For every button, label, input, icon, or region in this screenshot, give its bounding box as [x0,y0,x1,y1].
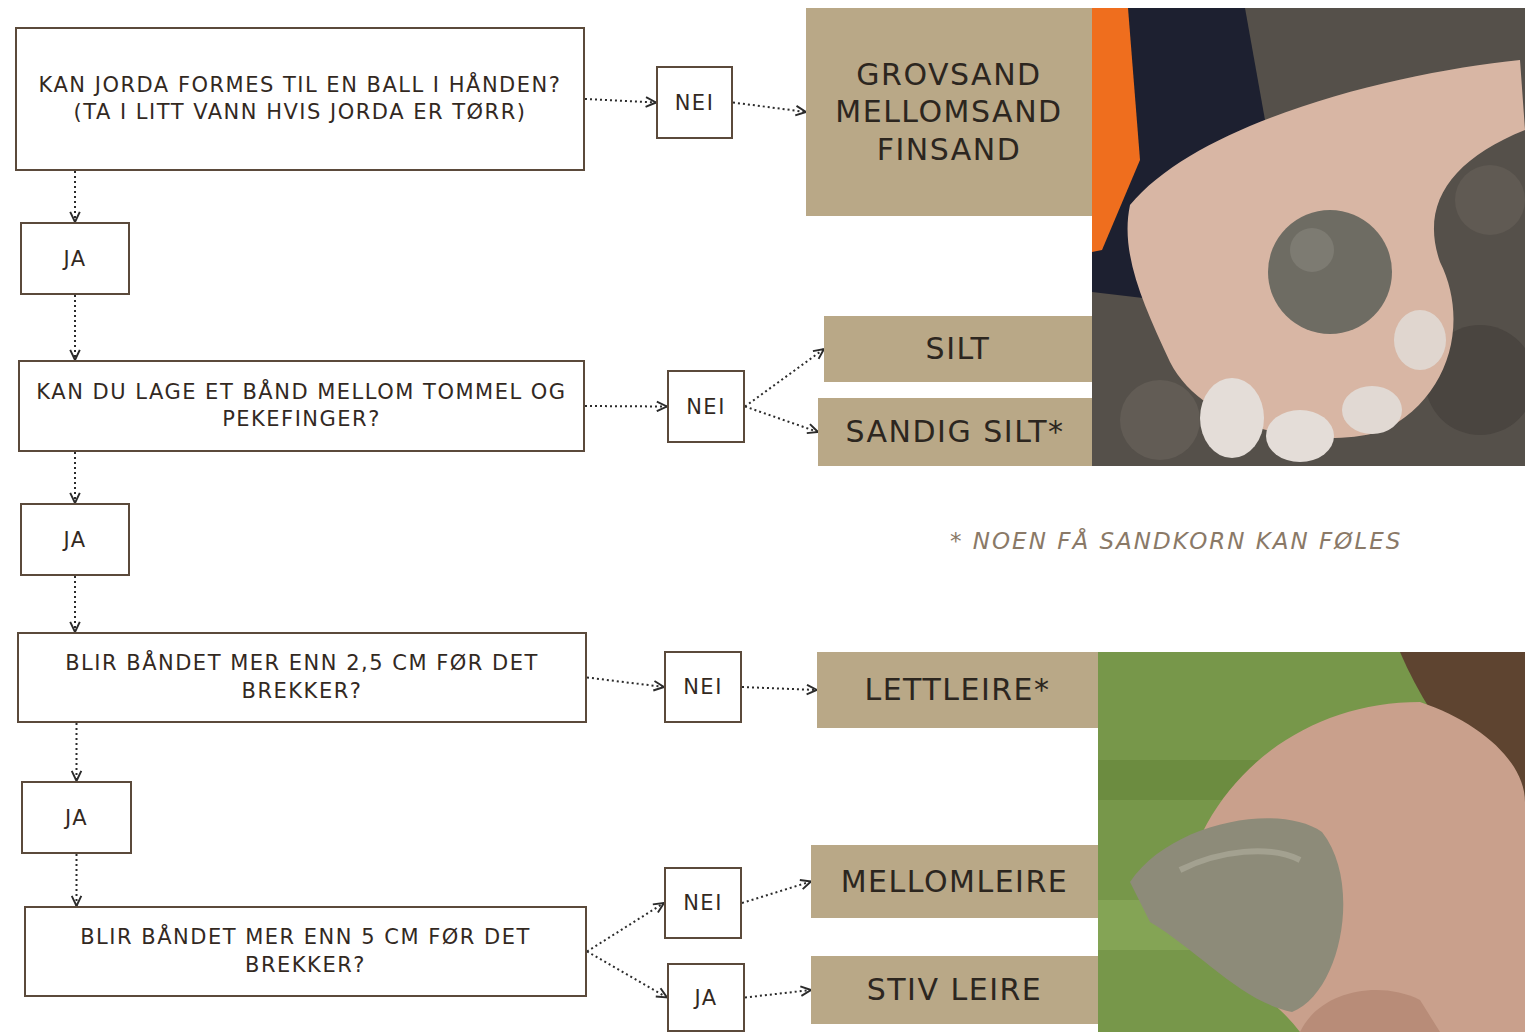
node-text: JA [63,247,86,271]
node-text: LETTLEIRE* [864,671,1050,709]
dotted-arrow [74,576,76,632]
dotted-arrow [742,687,817,690]
node-text: GROVSAND MELLOMSAND FINSAND [814,56,1084,169]
node-text: JA [63,528,86,552]
question-box: KAN JORDA FORMES TIL EN BALL I HÅNDEN? (… [15,27,585,171]
answer-box: NEI [664,651,742,723]
node-text: STIV LEIRE [867,971,1043,1009]
question-box: BLIR BÅNDET MER ENN 2,5 CM FØR DET BREKK… [17,632,587,723]
footnote: * NOEN FÅ SANDKORN KAN FØLES [950,528,1402,554]
dotted-arrow [585,405,667,408]
dotted-arrow [587,678,664,688]
answer-box: JA [21,781,132,854]
question-box: KAN DU LAGE ET BÅND MELLOM TOMMEL OG PEK… [18,360,585,452]
node-text: KAN JORDA FORMES TIL EN BALL I HÅNDEN? (… [25,72,575,127]
node-text: BLIR BÅNDET MER ENN 2,5 CM FØR DET BREKK… [27,650,577,705]
dotted-arrow [745,349,824,407]
dotted-arrow [74,171,76,222]
dotted-arrow [585,99,656,103]
soil-ribbon-photo [1098,652,1525,1032]
node-text: SANDIG SILT* [845,413,1064,451]
answer-box: JA [20,222,130,295]
question-box: BLIR BÅNDET MER ENN 5 CM FØR DET BREKKER… [24,906,587,997]
node-text: KAN DU LAGE ET BÅND MELLOM TOMMEL OG PEK… [28,379,575,434]
node-text: JA [694,986,717,1010]
dotted-arrow [74,295,76,360]
answer-box: JA [667,963,745,1032]
node-text: MELLOMLEIRE [841,863,1069,901]
answer-box: JA [20,503,130,576]
result-box: MELLOMLEIRE [811,845,1098,918]
dotted-arrow [745,990,811,998]
node-text: NEI [675,91,715,115]
dotted-arrow [742,882,811,904]
result-box: LETTLEIRE* [817,652,1098,728]
node-text: NEI [686,395,726,419]
dotted-arrow [76,854,78,906]
dotted-arrow [76,723,78,781]
node-text: NEI [683,675,723,699]
result-box: SILT [824,316,1092,382]
result-box: SANDIG SILT* [818,398,1092,466]
dotted-arrow [745,407,818,433]
dotted-arrow [587,952,667,998]
dotted-arrow [733,103,806,113]
answer-box: NEI [664,867,742,939]
node-text: JA [65,806,88,830]
dotted-arrow [587,903,664,952]
answer-box: NEI [667,370,745,443]
node-text: NEI [683,891,723,915]
node-text: BLIR BÅNDET MER ENN 5 CM FØR DET BREKKER… [34,924,577,979]
answer-box: NEI [656,66,733,139]
result-box: STIV LEIRE [811,956,1098,1024]
soil-ball-photo [1092,8,1525,466]
result-box: GROVSAND MELLOMSAND FINSAND [806,8,1092,216]
dotted-arrow [74,452,76,503]
node-text: SILT [926,330,991,368]
